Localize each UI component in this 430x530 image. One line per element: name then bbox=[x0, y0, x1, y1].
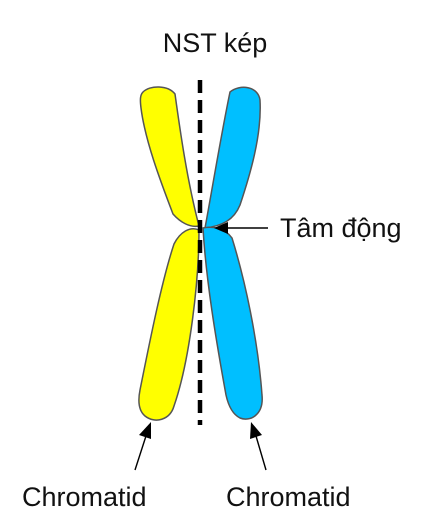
chromatid-left-arrow bbox=[134, 422, 151, 471]
chromatid-left bbox=[138, 86, 200, 421]
diagram-title: NST kép bbox=[162, 28, 268, 58]
chromatid-right-lower-arm bbox=[202, 226, 263, 420]
chromatid-right-upper-arm bbox=[204, 86, 261, 229]
centromere-arrow bbox=[214, 222, 268, 234]
chromatid-right bbox=[202, 86, 263, 420]
chromatid-left-upper-arm bbox=[139, 86, 200, 228]
chromatid-left-lower-arm bbox=[138, 228, 200, 421]
chromatid-left-label: Chromatid bbox=[22, 482, 147, 512]
chromatid-right-label: Chromatid bbox=[226, 482, 351, 512]
centromere-label: Tâm động bbox=[280, 213, 402, 243]
chromatid-right-arrow bbox=[250, 422, 267, 471]
